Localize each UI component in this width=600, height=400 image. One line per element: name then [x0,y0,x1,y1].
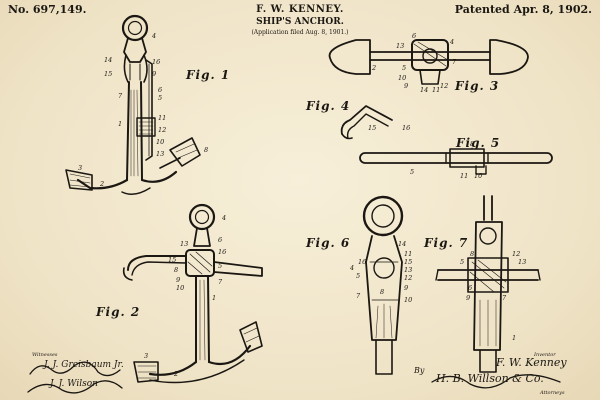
svg-text:12: 12 [158,126,166,134]
svg-text:12: 12 [512,250,520,258]
figure-1-label: Fig. 1 [186,68,231,82]
svg-text:13: 13 [396,42,404,50]
figure-1-anchor [65,14,201,195]
inventor-label: Inventor [534,352,556,358]
svg-text:14: 14 [104,56,112,64]
svg-text:16: 16 [218,248,226,256]
svg-text:15: 15 [368,124,376,132]
svg-text:11: 11 [432,86,440,94]
svg-text:4: 4 [151,32,156,40]
svg-text:16: 16 [402,124,410,132]
svg-text:7: 7 [118,92,123,100]
svg-text:4: 4 [449,38,454,46]
figure-2-label: Fig. 2 [96,305,141,319]
svg-text:7: 7 [356,292,361,300]
figure-6-label: Fig. 6 [306,236,351,250]
svg-text:6: 6 [412,32,416,40]
svg-text:10: 10 [474,172,482,180]
figure-7-section [435,195,541,373]
svg-text:2: 2 [99,180,104,188]
figure-3-stock [328,39,529,85]
figure-4-pin [340,105,393,140]
svg-text:2: 2 [371,64,376,72]
witnesses-label: Witnesses [32,352,58,358]
application-note: (Application filed Aug. 8, 1901.) [251,29,349,36]
attorneys-label: Attorneys [540,390,565,396]
svg-text:10: 10 [398,74,406,82]
svg-text:6: 6 [218,236,222,244]
figure-7-label: Fig. 7 [424,236,469,250]
svg-text:12: 12 [404,274,412,282]
svg-text:8: 8 [174,266,178,274]
inventor-heading: F. W. KENNEY. [256,4,344,15]
svg-text:14: 14 [398,240,406,248]
svg-text:8: 8 [470,140,474,148]
figure-2-anchor [122,203,263,384]
svg-text:9: 9 [404,82,408,90]
svg-text:13: 13 [518,258,526,266]
svg-text:2: 2 [173,370,178,378]
svg-text:5: 5 [402,64,406,72]
witness-two-signature: J. J. Wilson [50,379,98,389]
svg-text:9: 9 [152,70,156,78]
svg-text:16: 16 [358,258,366,266]
svg-text:5: 5 [218,262,222,270]
attorney-signature: H. B. Willson & Co. [436,372,544,385]
svg-text:13: 13 [404,266,412,274]
svg-text:9: 9 [176,276,180,284]
figure-5-rod [359,148,553,175]
figure-4-label: Fig. 4 [306,99,351,113]
svg-text:6: 6 [158,86,162,94]
svg-text:10: 10 [156,138,164,146]
figure-5-label: Fig. 5 [456,136,501,150]
svg-text:4: 4 [221,214,226,222]
figure-6-section [362,195,404,375]
svg-text:14: 14 [420,86,428,94]
svg-text:7: 7 [452,58,457,66]
witness-one-signature: J. J. Greisbaum Jr. [44,360,124,370]
svg-text:7: 7 [218,278,223,286]
svg-text:4: 4 [349,264,354,272]
svg-text:5: 5 [158,94,162,102]
svg-text:7: 7 [502,294,507,302]
svg-text:11: 11 [404,250,412,258]
svg-text:8: 8 [380,288,384,296]
svg-text:10: 10 [404,296,412,304]
svg-text:10: 10 [176,284,184,292]
svg-text:8: 8 [204,146,208,154]
inventor-signature: F. W. Kenney [496,356,567,369]
svg-text:11: 11 [460,172,468,180]
patent-number: No. 697,149. [8,3,87,16]
svg-text:9: 9 [404,284,408,292]
figure-3-label: Fig. 3 [455,79,500,93]
svg-text:1: 1 [212,294,216,302]
svg-text:3: 3 [144,352,148,360]
svg-text:15: 15 [104,70,112,78]
svg-text:13: 13 [180,240,188,248]
svg-text:3: 3 [78,164,82,172]
svg-text:9: 9 [466,294,470,302]
svg-text:11: 11 [158,114,166,122]
svg-text:1: 1 [118,120,122,128]
svg-text:12: 12 [440,82,448,90]
svg-text:5: 5 [356,272,360,280]
svg-text:5: 5 [460,258,464,266]
patent-title: SHIP'S ANCHOR. [256,17,344,27]
svg-text:8: 8 [470,250,474,258]
svg-text:5: 5 [410,168,414,176]
svg-text:15: 15 [168,256,176,264]
by-label: By [414,366,425,375]
svg-text:1: 1 [512,334,516,342]
svg-text:13: 13 [156,150,164,158]
patent-date: Patented Apr. 8, 1902. [454,3,592,16]
svg-text:15: 15 [404,258,412,266]
svg-text:16: 16 [152,58,160,66]
svg-text:6: 6 [468,284,472,292]
signature-flourishes [27,361,561,394]
